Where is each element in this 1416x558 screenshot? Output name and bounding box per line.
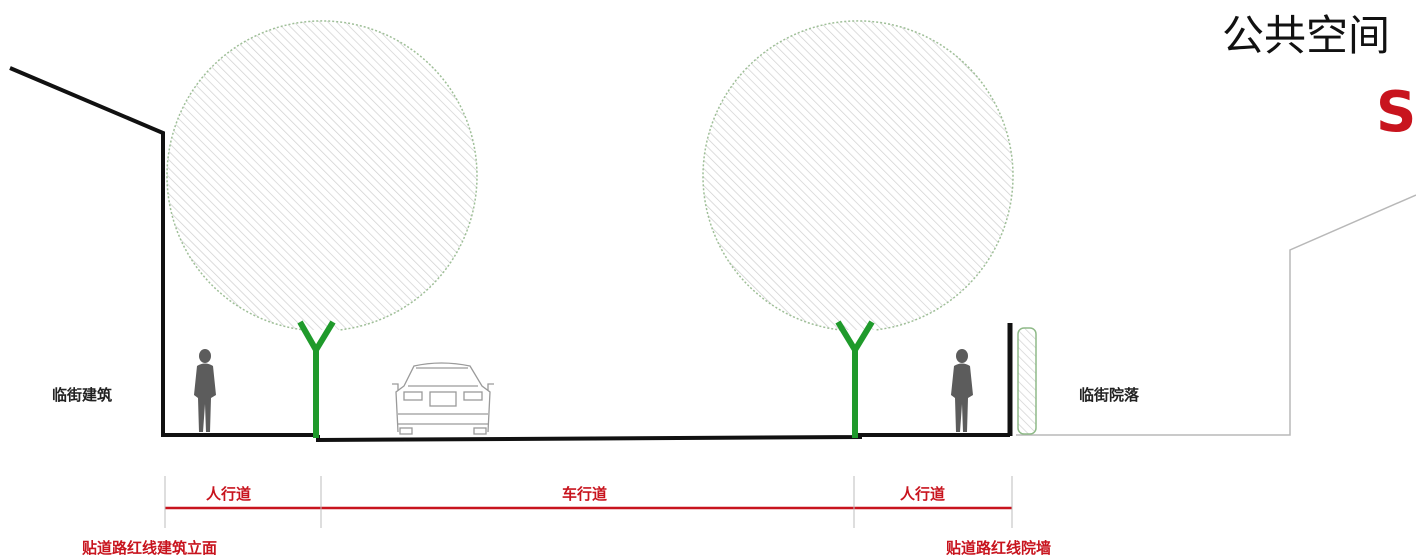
- label-roadway: 车行道: [562, 485, 608, 503]
- label-sidewalk-right: 人行道: [900, 485, 946, 503]
- hedge-icon: [1017, 327, 1037, 435]
- label-sidewalk-left: 人行道: [206, 485, 252, 503]
- label-right-courtyard: 临街院落: [1079, 386, 1140, 404]
- tree-icon: [166, 20, 478, 438]
- person-icon: [194, 349, 216, 432]
- dimension-line: [164, 476, 1013, 528]
- roadway-ground: [316, 433, 1010, 443]
- label-right-frontage: 贴道路红线院墙: [946, 539, 1052, 557]
- page-subtitle: S: [1376, 80, 1416, 145]
- label-left-frontage: 贴道路红线建筑立面: [82, 539, 218, 557]
- tree-icon: [702, 20, 1014, 438]
- car-icon: [392, 362, 494, 435]
- courtyard-outline-icon: [1016, 194, 1416, 436]
- person-icon: [951, 349, 973, 432]
- label-left-building: 临街建筑: [52, 386, 113, 404]
- page-title: 公共空间: [1222, 11, 1391, 60]
- left-building-icon: [9, 66, 318, 437]
